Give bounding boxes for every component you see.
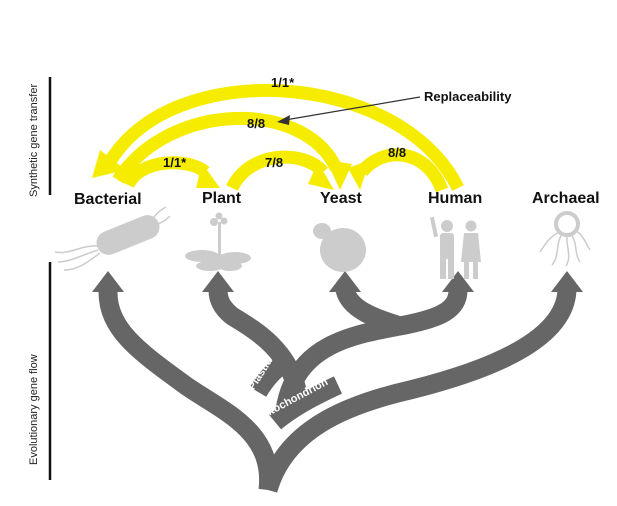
replaceability-callout: Replaceability <box>424 89 512 104</box>
arc-label-bacterial-plant: 1/1* <box>163 155 187 170</box>
arc-label-plant-yeast: 7/8 <box>265 155 284 170</box>
arc-plant-to-yeast <box>226 150 329 192</box>
arc-bacterial-to-plant <box>122 156 210 189</box>
arrowhead-bacterial <box>92 271 124 292</box>
arc-label-human-yeast: 8/8 <box>388 145 407 160</box>
arrowhead-plant <box>202 271 234 292</box>
plant-silhouette <box>185 212 251 271</box>
branch-to-archaeal <box>258 288 577 493</box>
callout-pointer-line <box>284 96 421 121</box>
organism-label-yeast: Yeast <box>320 190 362 207</box>
arc-head-yeast-from-plant <box>308 162 334 190</box>
evolution-tree <box>98 286 577 493</box>
organism-label-archaeal: Archaeal <box>532 190 600 207</box>
arc-head-plant-1 <box>196 163 220 188</box>
transfer-arcs <box>102 84 464 193</box>
arc-label-bacterial-yeast: 8/8 <box>247 116 266 131</box>
arc-head-yeast-from-bacterial <box>326 160 352 190</box>
synthetic-gene-transfer-label: Synthetic gene transfer <box>28 83 40 197</box>
organism-label-human: Human <box>428 190 483 207</box>
arc-label-human-bacterial: 1/1* <box>271 75 295 90</box>
plastid-branch <box>249 354 291 397</box>
arc-head-bacterial <box>92 150 126 178</box>
arc-human-to-bacterial <box>102 84 464 191</box>
callout-pointer-head <box>277 115 290 125</box>
evolutionary-gene-flow-label: Evolutionary gene flow <box>28 354 40 465</box>
arrowhead-archaeal <box>551 271 583 292</box>
tree-arrowheads <box>92 271 583 292</box>
organism-label-plant: Plant <box>202 190 242 207</box>
transfer-arrowheads <box>92 150 370 190</box>
human-silhouette <box>429 216 481 279</box>
organism-label-bacterial: Bacterial <box>74 191 142 208</box>
arrowhead-yeast <box>329 271 361 292</box>
bacterium-silhouette <box>54 206 171 271</box>
yeast-silhouette <box>313 223 366 272</box>
archaea-silhouette <box>539 211 591 267</box>
branch-to-yeast <box>335 286 403 336</box>
branch-to-bacterial <box>98 291 279 492</box>
arrowhead-human <box>442 271 474 292</box>
arc-head-yeast-from-human <box>348 160 370 190</box>
arc-human-to-yeast <box>356 148 449 193</box>
arc-bacterial-to-yeast <box>112 112 342 184</box>
mitochondrion-branch <box>268 376 343 430</box>
